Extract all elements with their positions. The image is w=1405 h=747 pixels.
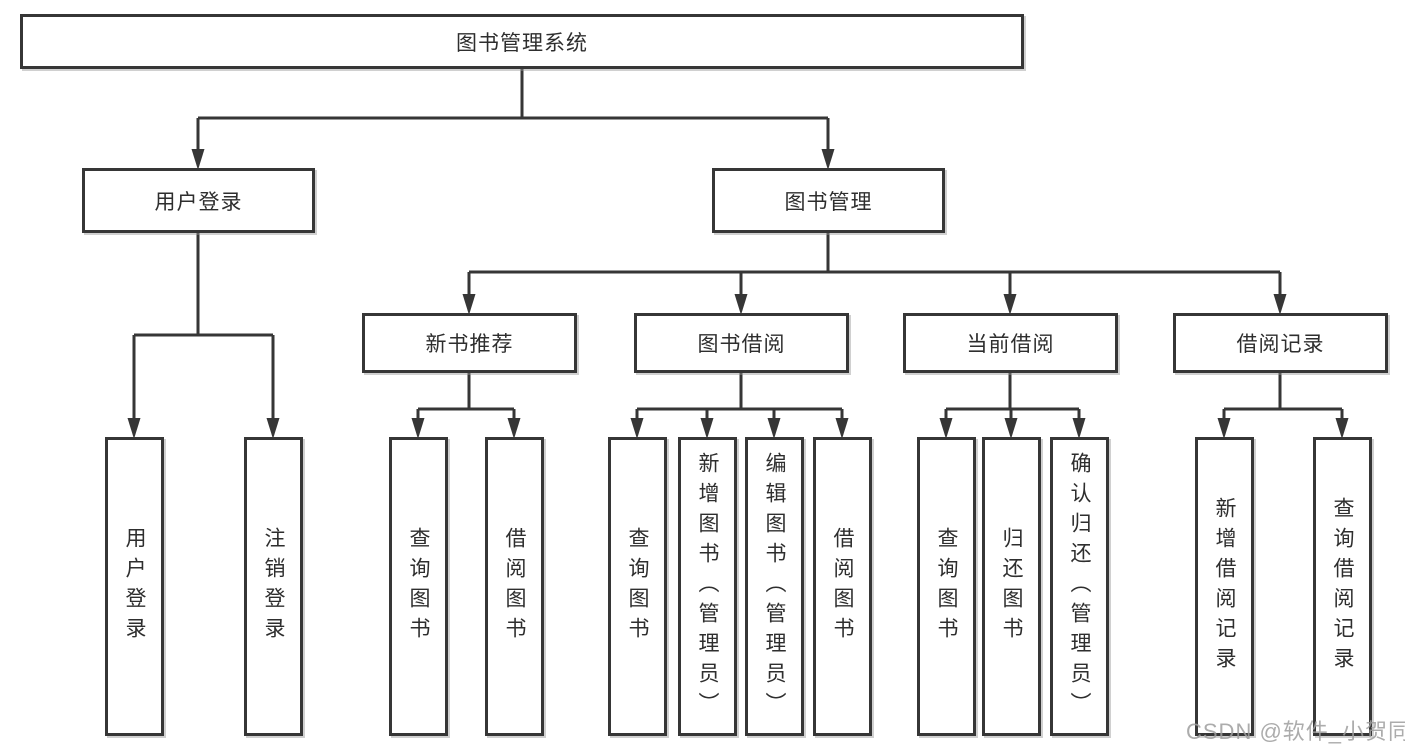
node-borrow-records: 借阅记录 [1173, 313, 1388, 373]
arrow-icon [127, 418, 141, 439]
leaf-edit-book-admin: 编辑图书（管理员） [745, 437, 804, 736]
node-label: 借阅记录 [1236, 333, 1325, 356]
arrow-icon [191, 149, 205, 170]
leaf-borrow-books: 借阅图书 [813, 437, 872, 736]
node-label: 借阅图书 [831, 526, 854, 647]
leaf-add-borrow-record: 新增借阅记录 [1195, 437, 1254, 736]
arrow-icon [835, 418, 849, 439]
node-user-login: 用户登录 [82, 168, 315, 233]
node-label: 查询借阅记录 [1331, 496, 1354, 677]
node-new-book-recommend: 新书推荐 [362, 313, 577, 373]
arrow-icon [507, 418, 521, 439]
arrow-icon [1004, 418, 1018, 439]
node-label: 注销登录 [262, 526, 285, 647]
arrow-icon [1273, 294, 1287, 315]
node-label: 借阅图书 [503, 526, 526, 647]
node-label: 图书借阅 [697, 333, 786, 356]
node-library-system: 图书管理系统 [20, 14, 1024, 69]
csdn-watermark: CSDN @软件_小贺同学 [1186, 719, 1405, 744]
node-label: 新增借阅记录 [1213, 496, 1236, 677]
arrow-icon [939, 418, 953, 439]
arrow-icon [266, 418, 280, 439]
arrow-icon [700, 418, 714, 439]
node-label: 编辑图书（管理员） [763, 451, 786, 722]
node-label: 用户登录 [154, 190, 243, 214]
connector-paths [132, 69, 1344, 420]
node-label: 图书管理系统 [456, 31, 588, 55]
node-label: 归还图书 [1000, 526, 1023, 647]
arrow-icon [821, 149, 835, 170]
node-label: 新增图书（管理员） [696, 451, 719, 722]
leaf-query-books-borrow: 查询图书 [608, 437, 667, 736]
leaf-logout: 注销登录 [244, 437, 303, 736]
node-label: 用户登录 [123, 526, 146, 647]
leaf-add-book-admin: 新增图书（管理员） [678, 437, 737, 736]
leaf-query-books-recommend: 查询图书 [389, 437, 448, 736]
node-label: 当前借阅 [966, 333, 1055, 356]
node-label: 新书推荐 [425, 333, 514, 356]
arrow-icon [1003, 294, 1017, 315]
node-book-management: 图书管理 [712, 168, 945, 233]
arrow-icon [1217, 418, 1231, 439]
arrow-icon [630, 418, 644, 439]
arrow-icon [767, 418, 781, 439]
node-label: 图书管理 [784, 190, 873, 214]
arrow-icon [411, 418, 425, 439]
node-label: 查询图书 [935, 526, 958, 647]
leaf-query-books-current: 查询图书 [917, 437, 976, 736]
leaf-borrow-books-recommend: 借阅图书 [485, 437, 544, 736]
node-label: 查询图书 [407, 526, 430, 647]
node-label: 查询图书 [626, 526, 649, 647]
leaf-return-books: 归还图书 [982, 437, 1041, 736]
arrow-icon [462, 294, 476, 315]
leaf-query-borrow-record: 查询借阅记录 [1313, 437, 1372, 736]
leaf-confirm-return-admin: 确认归还（管理员） [1050, 437, 1109, 736]
node-book-borrowing: 图书借阅 [634, 313, 849, 373]
node-label: 确认归还（管理员） [1068, 451, 1091, 722]
arrow-icon [1335, 418, 1349, 439]
node-current-borrowing: 当前借阅 [903, 313, 1118, 373]
arrow-icon [734, 294, 748, 315]
arrow-icon [1072, 418, 1086, 439]
leaf-user-login: 用户登录 [105, 437, 164, 736]
